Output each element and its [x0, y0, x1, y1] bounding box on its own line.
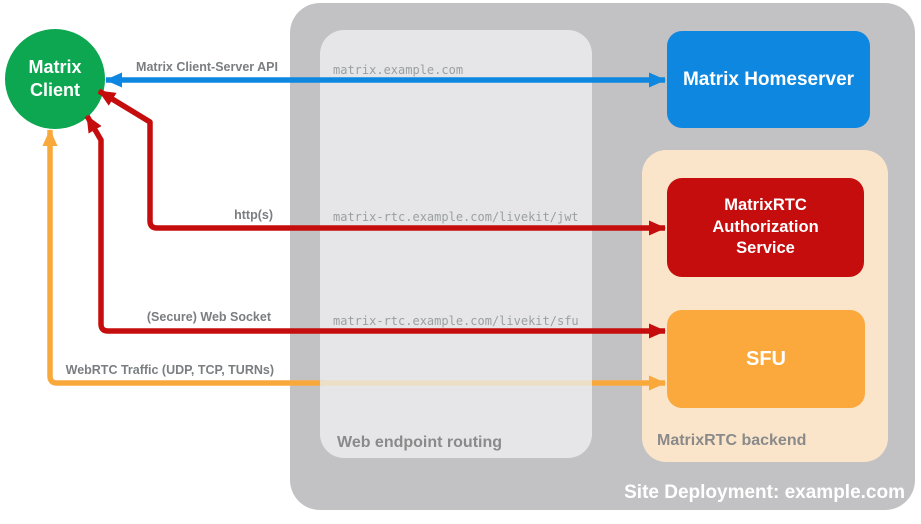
backend-box-caption: MatrixRTC backend [657, 432, 807, 449]
web-endpoint-routing-box [320, 30, 592, 458]
matrix-homeserver-node: Matrix Homeserver [667, 31, 870, 128]
client-server-api-label: Matrix Client-Server API [136, 60, 278, 74]
matrix-homeserver-label: Matrix Homeserver [682, 68, 855, 90]
webrtc-traffic-arrow [42, 129, 322, 386]
auth-service-node: MatrixRTC Authorization Service [667, 178, 864, 277]
routing-box-caption: Web endpoint routing [337, 434, 503, 451]
sfu-label: SFU [746, 347, 786, 370]
http-label: http(s) [234, 208, 273, 222]
auth-service-label: MatrixRTC Authorization Service [712, 195, 819, 258]
matrix-client-label: Matrix Client [28, 56, 82, 100]
route-jwt-url: matrix-rtc.example.com/livekit/jwt [333, 210, 579, 224]
route-matrix-domain: matrix.example.com [333, 63, 464, 77]
site-deployment-caption: Site Deployment: example.com [624, 482, 905, 503]
matrix-client-node: Matrix Client [5, 29, 105, 129]
sfu-node: SFU [667, 310, 865, 408]
route-sfu-url: matrix-rtc.example.com/livekit/sfu [333, 314, 579, 328]
webrtc-traffic-label: WebRTC Traffic (UDP, TCP, TURNs) [65, 363, 274, 377]
websocket-label: (Secure) Web Socket [146, 310, 271, 324]
